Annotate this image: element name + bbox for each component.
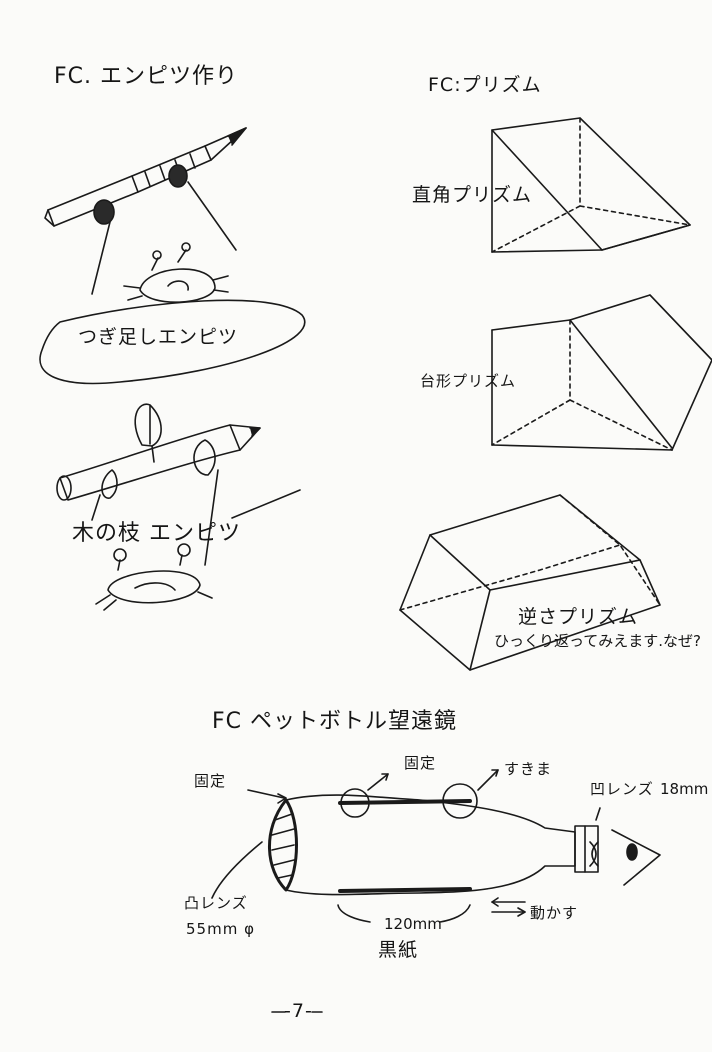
- inverted-prism-label: 逆さプリズム: [518, 606, 639, 628]
- fixed-top-label: 固定: [404, 754, 437, 772]
- move-label: 動かす: [530, 904, 579, 922]
- speech-bubble: [39, 299, 306, 385]
- connected-pencil-label: つぎ足しエンピツ: [78, 326, 239, 348]
- gap-label: すきま: [504, 760, 553, 778]
- objective-lens-label: 凸レンズ: [184, 894, 248, 912]
- eyepiece-size-label: 18mm: [660, 780, 709, 798]
- right-angle-prism-drawing: [491, 117, 691, 253]
- inverted-prism-drawing: [399, 494, 661, 671]
- pencil-section-heading: FC. エンピツ作り: [54, 64, 239, 89]
- trapezoid-prism-drawing: [491, 294, 712, 451]
- fixed-left-label: 固定: [194, 772, 227, 790]
- inverted-prism-note: ひっくり返ってみえます.なぜ?: [494, 632, 701, 650]
- twig-pencil-label: 木の枝 エンピツ: [72, 521, 241, 546]
- telescope-section-heading: FC ペットボトル望遠鏡: [212, 709, 458, 734]
- right-angle-prism-label: 直角プリズム: [412, 184, 533, 206]
- connected-pencil-drawing: [44, 127, 247, 303]
- twig-pencil-drawing: [56, 403, 301, 611]
- page-number: -7-: [284, 1000, 313, 1022]
- tube-length-label: 120mm: [384, 915, 442, 933]
- black-paper-label: 黒紙: [378, 939, 419, 961]
- objective-size-label: 55mm φ: [186, 920, 255, 938]
- prism-section-heading: FC:プリズム: [428, 74, 542, 96]
- eyepiece-lens-label: 凹レンズ: [590, 780, 654, 798]
- trapezoid-prism-label: 台形プリズム: [420, 372, 517, 390]
- pet-bottle-telescope-drawing: [211, 769, 661, 1013]
